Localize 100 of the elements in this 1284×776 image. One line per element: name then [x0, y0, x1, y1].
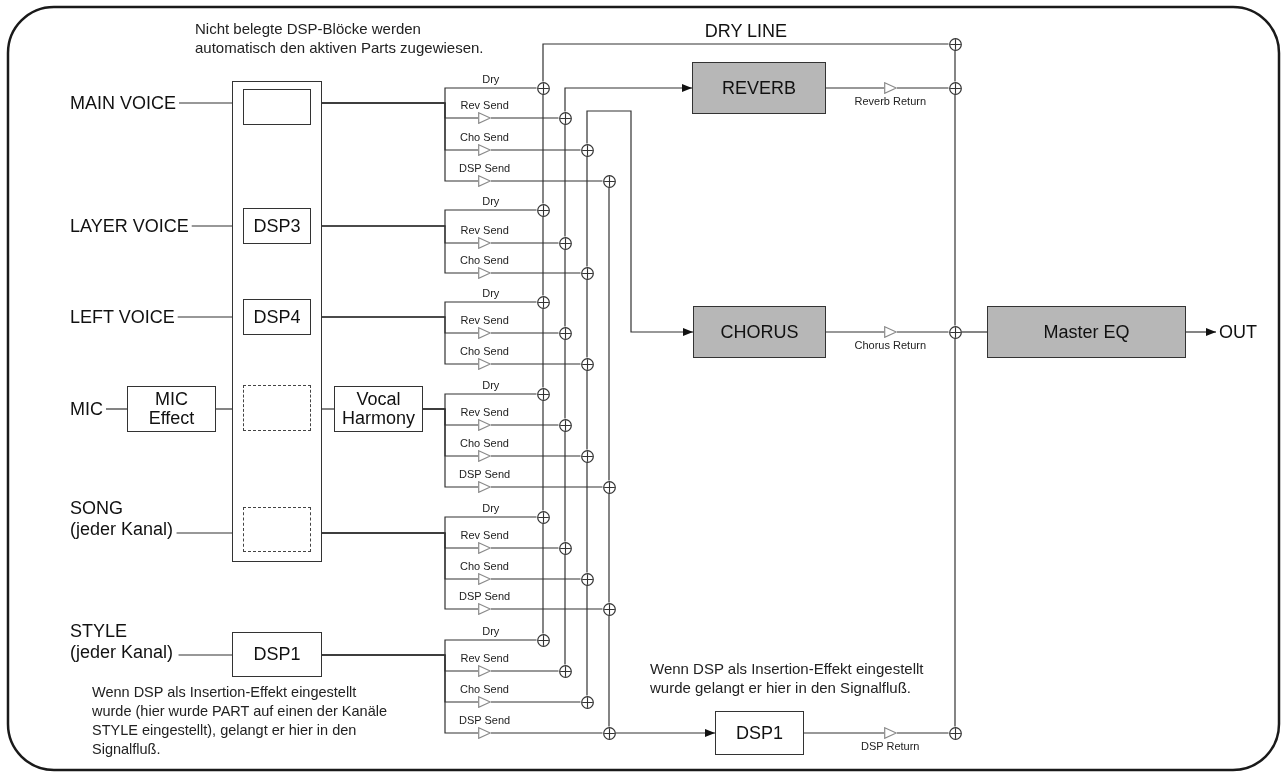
signal-line: [490, 117, 560, 119]
signal-line: [608, 492, 610, 604]
signal-line: [586, 155, 588, 268]
edge-label: Dry: [481, 73, 501, 85]
signal-line: [564, 248, 566, 328]
effect-block: REVERB: [692, 62, 826, 114]
signal-line: [896, 732, 950, 734]
signal-line: [321, 408, 335, 410]
summing-junction: [602, 726, 616, 740]
summing-junction: [558, 418, 572, 432]
amplifier-triangle: [478, 603, 491, 615]
signal-line: [321, 225, 479, 274]
input-label: SONG (jeder Kanal): [67, 497, 177, 541]
amplifier-triangle: [478, 542, 491, 554]
signal-line: [490, 608, 604, 610]
amplifier-triangle: [478, 696, 491, 708]
summing-junction: [558, 326, 572, 340]
summing-junction: [558, 541, 572, 555]
dashed-slot: [243, 507, 311, 552]
signal-line: [321, 532, 479, 610]
signal-line: [564, 430, 566, 543]
note-text: Wenn DSP als Insertion-Effekt eingestellt wurde (hier wurde PART auf einen der Kanäle STYLE eingestellt), gelangt er hier in den Signalfluß.: [92, 683, 388, 759]
amplifier-triangle: [478, 237, 491, 249]
summing-junction: [948, 81, 962, 95]
signal-line: [608, 614, 610, 728]
amplifier-triangle: [478, 267, 491, 279]
signal-line: [490, 547, 560, 549]
summing-junction: [558, 236, 572, 250]
amplifier-triangle: [478, 144, 491, 156]
input-label: STYLE (jeder Kanal): [67, 620, 179, 664]
edge-label: Dry: [481, 287, 501, 299]
signal-line: [490, 455, 582, 457]
signal-line: [490, 242, 560, 244]
summing-junction: [536, 203, 550, 217]
signal-line: [490, 701, 582, 703]
summing-junction: [948, 37, 962, 51]
signal-line: [803, 732, 885, 734]
amplifier-triangle: [478, 481, 491, 493]
signal-line: [177, 316, 233, 318]
signal-line: [896, 87, 950, 89]
arrow: [564, 84, 693, 113]
amplifier-triangle: [478, 573, 491, 585]
dsp-block: DSP3: [243, 208, 311, 244]
signal-line: [586, 584, 588, 697]
signal-line: [490, 424, 560, 426]
effect-block: MIC Effect: [127, 386, 216, 432]
edge-label: Dry: [481, 625, 501, 637]
arrow: [586, 110, 694, 336]
summing-junction: [580, 572, 594, 586]
output-label: OUT: [1216, 320, 1260, 344]
summing-junction: [602, 602, 616, 616]
amplifier-triangle: [478, 727, 491, 739]
amplifier-triangle: [478, 450, 491, 462]
signal-line: [896, 331, 950, 333]
signal-line: [177, 654, 233, 656]
edge-label: Dry: [481, 502, 501, 514]
signal-line: [105, 408, 128, 410]
signal-line: [954, 93, 956, 327]
input-label: LEFT VOICE: [67, 305, 178, 329]
signal-line: [564, 123, 566, 238]
summing-junction: [948, 325, 962, 339]
amplifier-triangle: [884, 326, 897, 338]
summing-junction: [580, 266, 594, 280]
signal-line: [175, 532, 233, 534]
effect-block: CHORUS: [693, 306, 826, 358]
signal-line: [178, 102, 233, 104]
signal-line: [490, 363, 582, 365]
amplifier-triangle: [478, 419, 491, 431]
empty-slot: [243, 89, 311, 125]
summing-junction: [536, 295, 550, 309]
signal-line: [542, 43, 950, 83]
signal-line: [321, 316, 479, 365]
input-label: LAYER VOICE: [67, 214, 192, 238]
signal-line: [215, 408, 233, 410]
note-text: Nicht belegte DSP-Blöcke werden automatisch den aktiven Parts zugewiesen.: [195, 19, 485, 57]
arrow: [1185, 328, 1217, 336]
input-label: MIC: [67, 397, 106, 421]
summing-junction: [558, 664, 572, 678]
signal-line: [422, 408, 479, 488]
signal-line: [490, 272, 582, 274]
summing-junction: [536, 510, 550, 524]
note-text: Wenn DSP als Insertion-Effekt eingestellt wurde gelangt er hier in den Signalfluß.: [650, 659, 925, 697]
signal-line: [542, 93, 544, 205]
amplifier-triangle: [478, 358, 491, 370]
summing-junction: [580, 143, 594, 157]
input-label: MAIN VOICE: [67, 91, 179, 115]
amplifier-triangle: [884, 82, 897, 94]
summing-junction: [580, 449, 594, 463]
signal-line: [954, 337, 956, 728]
amplifier-triangle: [884, 727, 897, 739]
summing-junction: [558, 111, 572, 125]
effect-block: Master EQ: [987, 306, 1186, 358]
signal-line: [564, 338, 566, 420]
signal-line: [490, 578, 582, 580]
signal-line: [490, 332, 560, 334]
signal-line: [586, 278, 588, 359]
signal-line: [321, 102, 479, 182]
summing-junction: [580, 695, 594, 709]
block-rack: [232, 81, 322, 562]
signal-line: [586, 369, 588, 451]
